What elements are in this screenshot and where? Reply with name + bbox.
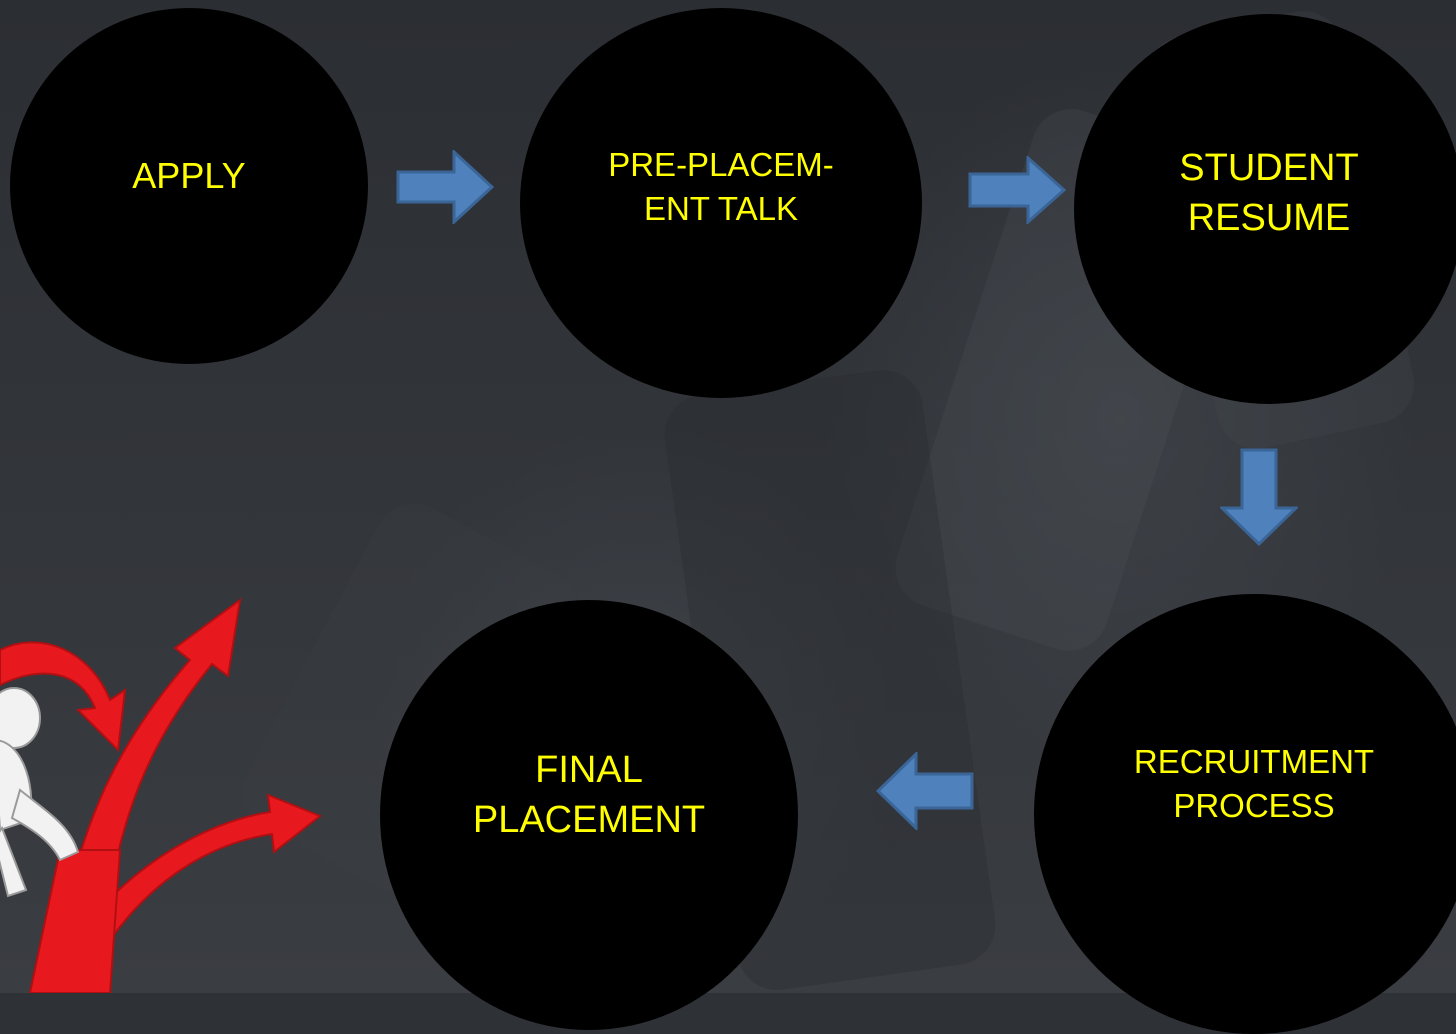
node-recruitment-process: RECRUITMENT PROCESS	[1034, 594, 1456, 1034]
node-final-placement: FINAL PLACEMENT	[380, 600, 798, 1030]
arrow-right-icon	[396, 150, 495, 224]
arrow-down-icon	[1220, 448, 1298, 547]
node-label-pre-placement-talk: PRE-PLACEM- ENT TALK	[608, 146, 834, 227]
arrow-right-icon	[968, 156, 1067, 224]
node-label-apply: APPLY	[132, 155, 246, 197]
arrow-left-icon	[875, 752, 974, 830]
crossroads-figure-illustration	[0, 597, 322, 993]
node-label-final-placement: FINAL PLACEMENT	[472, 748, 706, 841]
node-label-recruitment-process: RECRUITMENT PROCESS	[1133, 743, 1375, 824]
node-pre-placement-talk: PRE-PLACEM- ENT TALK	[520, 8, 922, 398]
node-student-resume: STUDENT RESUME	[1074, 14, 1456, 404]
node-label-student-resume: STUDENT RESUME	[1179, 146, 1359, 239]
node-apply: APPLY	[10, 8, 368, 364]
